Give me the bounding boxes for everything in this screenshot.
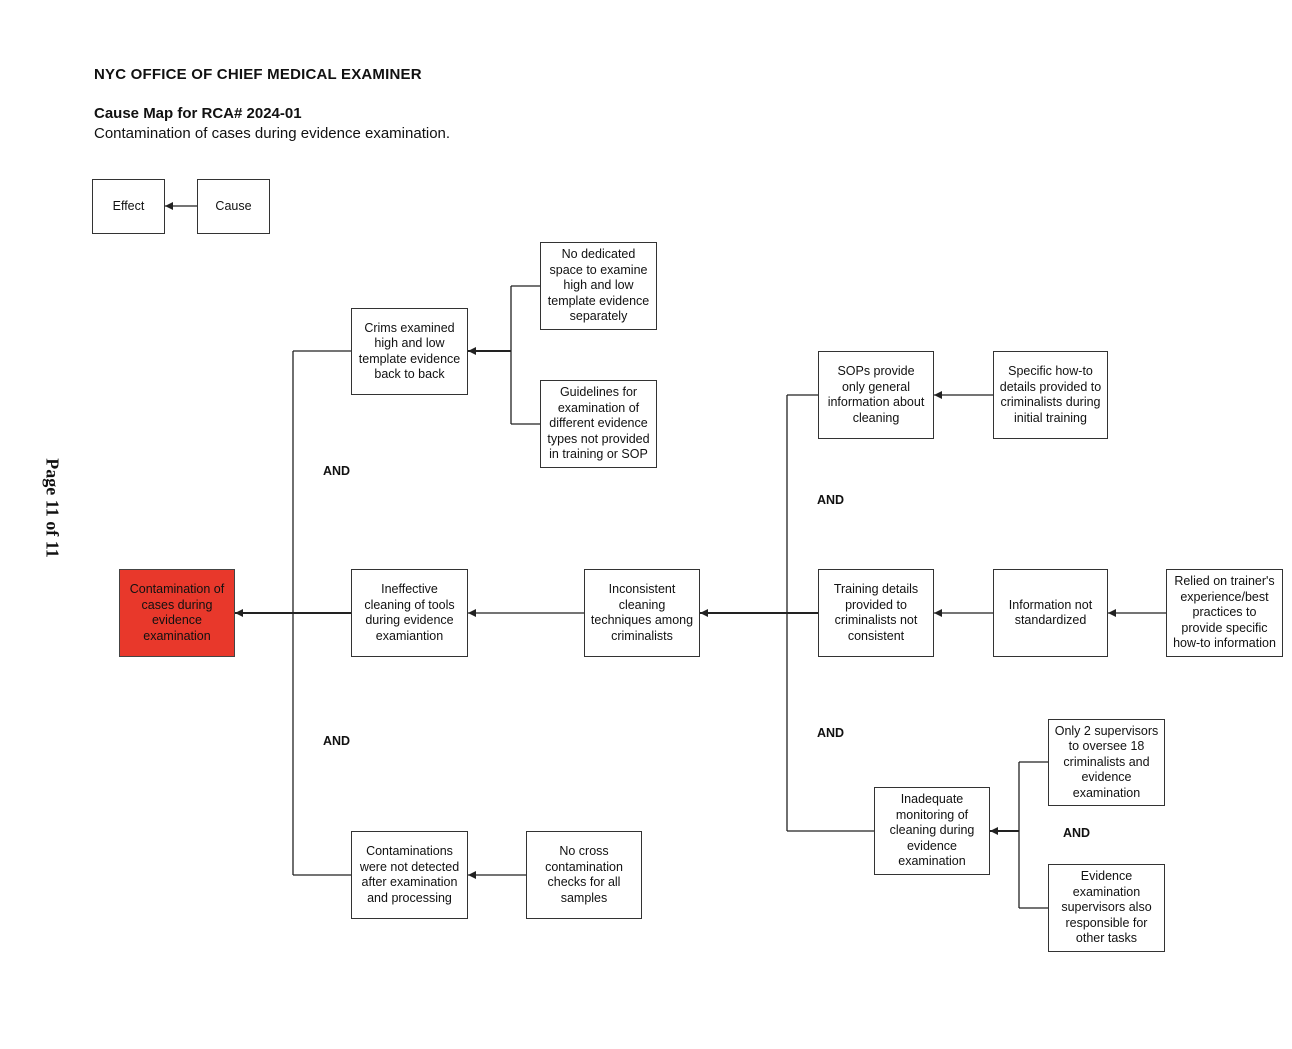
diagram-subtitle: Contamination of cases during evidence e… — [94, 125, 451, 142]
node-only-2-supervisors: Only 2 supervisors to oversee 18 crimina… — [1048, 719, 1165, 806]
and-label-monitoring: AND — [1063, 826, 1091, 840]
organization-name: NYC OFFICE OF CHIEF MEDICAL EXAMINER — [94, 66, 422, 83]
node-crims-back-to-back: Crims examined high and low template evi… — [351, 308, 468, 395]
node-supervisors-other-tasks: Evidence examination supervisors also re… — [1048, 864, 1165, 952]
node-sops-general: SOPs provide only general information ab… — [818, 351, 934, 439]
node-contaminations-not-detected: Contaminations were not detected after e… — [351, 831, 468, 919]
diagram-title: Cause Map for RCA# 2024-01 — [94, 105, 302, 122]
node-ineffective-cleaning: Ineffective cleaning of tools during evi… — [351, 569, 468, 657]
and-label-left-lower: AND — [323, 734, 351, 748]
node-relied-on-trainer: Relied on trainer's experience/best prac… — [1166, 569, 1283, 657]
node-inconsistent-cleaning: Inconsistent cleaning techniques among c… — [584, 569, 700, 657]
node-no-dedicated-space: No dedicated space to examine high and l… — [540, 242, 657, 330]
node-root-effect: Contamination of cases during evidence e… — [119, 569, 235, 657]
node-guidelines-not-provided: Guidelines for examination of different … — [540, 380, 657, 468]
legend-cause-box: Cause — [197, 179, 270, 234]
node-info-not-standardized: Information not standardized — [993, 569, 1108, 657]
node-no-cross-checks: No cross contamination checks for all sa… — [526, 831, 642, 919]
and-label-right-upper: AND — [817, 493, 845, 507]
node-specific-howto: Specific how-to details provided to crim… — [993, 351, 1108, 439]
and-label-right-lower: AND — [817, 726, 845, 740]
and-label-left-upper: AND — [323, 464, 351, 478]
node-inadequate-monitoring: Inadequate monitoring of cleaning during… — [874, 787, 990, 875]
legend-effect-box: Effect — [92, 179, 165, 234]
node-training-not-consistent: Training details provided to criminalist… — [818, 569, 934, 657]
